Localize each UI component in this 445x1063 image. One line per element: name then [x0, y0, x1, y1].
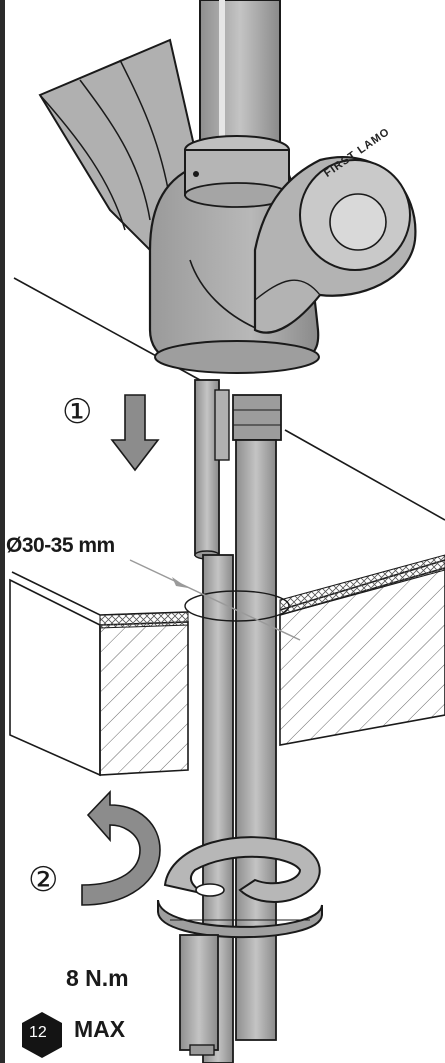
- fixing-bracket: [157, 836, 323, 939]
- mounting-hole: [184, 590, 290, 622]
- hex-key-size-icon: [22, 1012, 62, 1058]
- rotate-arrow-icon: [81, 790, 161, 906]
- step-1-number: ①: [62, 393, 93, 431]
- step-2-number: ②: [28, 861, 59, 899]
- lower-fittings: [179, 934, 219, 1056]
- push-down-arrow-icon: [110, 394, 160, 472]
- countertop-section-right: [279, 554, 445, 746]
- dimension-leader: [129, 559, 301, 641]
- hole-diameter-label: Ø30-35 mm: [6, 534, 115, 557]
- frame-border: [0, 0, 5, 1063]
- torque-value-label: 8 N.m: [66, 965, 129, 991]
- torque-max-label: MAX: [74, 1016, 126, 1042]
- countertop-section-left: [9, 578, 189, 777]
- lever-handle: [253, 155, 417, 334]
- hex-key-size-label: 12: [29, 1024, 47, 1041]
